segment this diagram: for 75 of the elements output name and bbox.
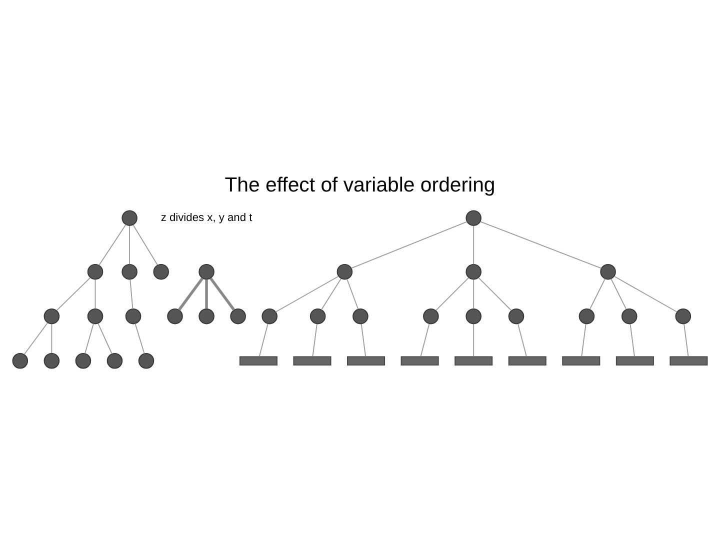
node-circle <box>423 308 439 324</box>
node-circle <box>466 210 482 226</box>
connector <box>84 323 94 354</box>
connector <box>320 278 342 310</box>
connector <box>589 278 606 310</box>
node-circle <box>466 308 482 324</box>
node-bar <box>562 356 600 366</box>
node-bar <box>293 356 332 366</box>
connector <box>129 225 130 265</box>
connector <box>134 323 145 354</box>
connector <box>275 276 340 312</box>
node-circle <box>125 308 142 324</box>
node-circle <box>230 308 246 324</box>
node-circle <box>262 308 278 324</box>
connector <box>94 278 96 310</box>
connector <box>480 221 602 269</box>
connector <box>56 277 91 312</box>
connector <box>581 324 586 357</box>
connector <box>312 324 318 357</box>
node-circle <box>12 353 28 369</box>
node-circle <box>198 308 214 324</box>
connector <box>132 224 158 266</box>
node-bar <box>400 356 439 366</box>
node-bar <box>454 356 493 366</box>
node-bar <box>670 356 708 366</box>
connector <box>178 278 204 311</box>
node-circle <box>153 264 169 280</box>
connector <box>205 279 208 309</box>
connector <box>684 324 689 357</box>
node-circle <box>122 264 138 280</box>
connector <box>630 324 635 357</box>
connector <box>420 324 430 357</box>
label: z divides x, y and t <box>160 212 252 224</box>
node-circle <box>675 308 692 324</box>
connector <box>98 323 112 354</box>
connector <box>518 324 527 357</box>
connector <box>610 278 627 310</box>
connector <box>614 276 678 312</box>
node-circle <box>578 308 595 324</box>
node-circle <box>167 308 183 324</box>
node-circle <box>75 353 92 369</box>
connector <box>435 277 470 312</box>
connector <box>210 278 236 311</box>
node-circle <box>106 353 123 369</box>
node-bar <box>508 356 546 366</box>
node-circle <box>352 308 368 324</box>
node-circle <box>622 308 638 324</box>
node-bar <box>239 356 278 366</box>
connector <box>478 277 512 312</box>
connector <box>98 224 126 266</box>
diagram-title: The effect of variable ordering <box>224 174 496 197</box>
connector <box>473 225 474 265</box>
node-circle <box>508 308 524 324</box>
node-circle <box>336 264 353 280</box>
node-circle <box>87 264 104 280</box>
connector <box>473 324 474 357</box>
node-circle <box>600 264 616 280</box>
node-circle <box>122 210 138 226</box>
node-circle <box>198 264 214 280</box>
connector <box>360 324 366 357</box>
node-circle <box>87 308 104 324</box>
node-circle <box>310 308 326 324</box>
connector <box>258 324 268 357</box>
node-bar <box>616 356 654 366</box>
connector <box>346 278 359 310</box>
node-circle <box>466 264 482 280</box>
connector <box>24 322 48 355</box>
node-circle <box>44 308 60 324</box>
connector <box>51 324 52 354</box>
node-bar <box>347 356 386 366</box>
connector <box>130 278 134 310</box>
connector <box>473 278 474 310</box>
node-circle <box>138 353 154 369</box>
node-circle <box>44 353 60 369</box>
connector <box>350 221 468 269</box>
